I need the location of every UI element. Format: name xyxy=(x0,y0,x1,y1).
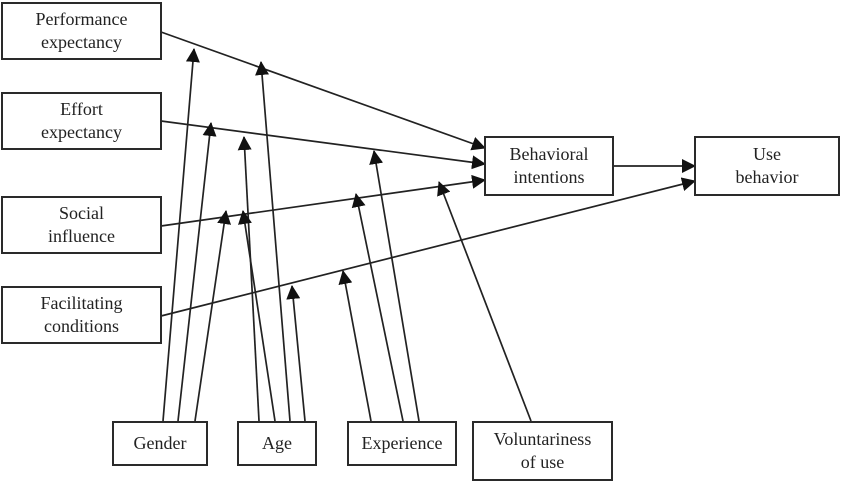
node-label-line1: Use xyxy=(753,144,781,164)
node-experience: Experience xyxy=(347,421,457,466)
node-gender: Gender xyxy=(112,421,208,466)
edge-gender-si xyxy=(194,210,232,422)
edge-vol-si xyxy=(437,181,532,422)
node-effort-expectancy: Effort expectancy xyxy=(1,92,162,150)
node-age: Age xyxy=(237,421,317,466)
node-label-line2: expectancy xyxy=(41,32,122,52)
node-label: Experience xyxy=(361,433,443,453)
edge-exp-fc xyxy=(338,270,372,422)
node-label: Age xyxy=(262,433,292,453)
edge-age-fc xyxy=(286,285,306,422)
edge-exp-si xyxy=(351,193,404,422)
node-social-influence: Social influence xyxy=(1,196,162,254)
edge-exp-ee xyxy=(369,150,420,422)
node-behavioral-intentions: Behavioral intentions xyxy=(484,136,614,196)
node-label-line2: intentions xyxy=(513,167,585,187)
node-label-line1: Social xyxy=(59,203,104,223)
node-label: Gender xyxy=(133,433,187,453)
node-use-behavior: Use behavior xyxy=(694,136,840,196)
edge-age-si xyxy=(238,210,276,422)
node-label-line1: Effort xyxy=(60,99,103,119)
node-label-line2: influence xyxy=(48,226,115,246)
node-label-line2: conditions xyxy=(44,316,119,336)
edge-age-pe xyxy=(255,61,291,422)
edge-si-bi xyxy=(160,174,486,227)
node-label-line2: of use xyxy=(520,452,565,472)
node-performance-expectancy: Performance expectancy xyxy=(1,2,162,60)
node-label-line1: Performance xyxy=(35,9,128,29)
node-label-line1: Voluntariness xyxy=(493,429,592,449)
edge-pe-bi xyxy=(160,31,486,151)
node-voluntariness-of-use: Voluntariness of use xyxy=(472,421,613,481)
node-label-line1: Facilitating xyxy=(40,293,123,313)
edge-gender-ee xyxy=(177,122,217,422)
node-label-line1: Behavioral xyxy=(509,144,589,164)
edge-gender-pe xyxy=(162,48,200,422)
node-facilitating-conditions: Facilitating conditions xyxy=(1,286,162,344)
edge-fc-ub xyxy=(160,177,696,317)
node-label-line2: behavior xyxy=(735,167,799,187)
edge-age-ee xyxy=(237,136,260,422)
node-label-line2: expectancy xyxy=(41,122,122,142)
